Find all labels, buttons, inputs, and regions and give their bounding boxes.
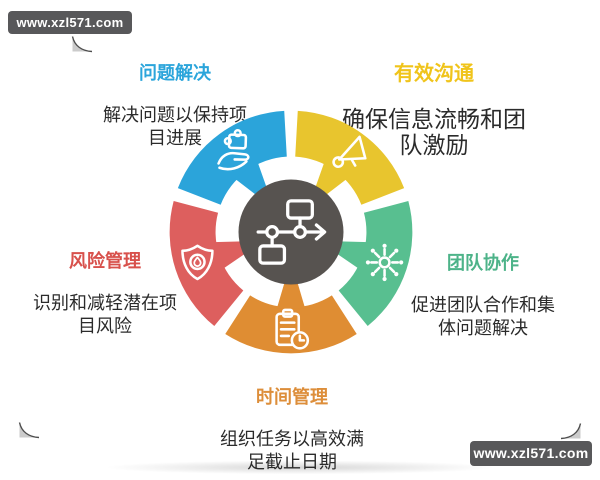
watermark-badge-top: www.xzl571.com [8,11,132,34]
segment-tab-problem-solving [234,161,268,197]
segment-tab-team-collaboration [335,241,369,270]
network-icon [365,243,404,282]
page-curl-icon [71,36,93,53]
node-title: 时间管理 [256,387,328,407]
process-wheel [168,109,414,355]
drop-shadow [30,461,570,477]
node-desc: 识别和减轻潜在项 目风险 [33,293,177,336]
watermark-badge-bottom: www.xzl571.com [470,441,592,466]
node-title: 团队协作 [447,253,519,273]
page-curl-icon [18,422,40,439]
node-desc: 确保信息流畅和团 队激励 [342,106,526,158]
flowchart-icon [256,199,327,265]
segment-risk-management [169,200,244,327]
node-label-effective-communication: 有效沟通 确保信息流畅和团 队激励 [319,44,549,176]
node-desc: 解决问题以保持项 目进展 [103,105,247,148]
node-label-team-collaboration: 团队协作 促进团队合作和集 体问题解决 [383,234,583,358]
node-label-problem-solving: 问题解决 解决问题以保持项 目进展 [70,44,280,168]
segment-time-management [225,295,357,354]
node-title: 有效沟通 [394,63,474,85]
clipboard-clock-icon [275,308,310,350]
process-wheel-svg [169,110,413,354]
segment-problem-solving [177,110,287,205]
node-label-time-management: 时间管理 组织任务以高效满 足截止日期 [187,368,397,480]
segment-tab-time-management [276,280,306,309]
segment-tab-risk-management [213,241,247,270]
node-desc: 组织任务以高效满 足截止日期 [220,429,364,472]
shield-flame-icon [181,244,214,281]
page-curl-icon [560,423,582,440]
node-title: 风险管理 [69,251,141,271]
node-label-risk-management: 风险管理 识别和减轻潜在项 目风险 [0,232,210,356]
node-desc: 促进团队合作和集 体问题解决 [411,295,555,338]
node-title: 问题解决 [139,63,211,83]
megaphone-icon [332,135,367,169]
hand-puzzle-icon [217,129,250,171]
segment-tab-effective-communication [314,161,348,197]
